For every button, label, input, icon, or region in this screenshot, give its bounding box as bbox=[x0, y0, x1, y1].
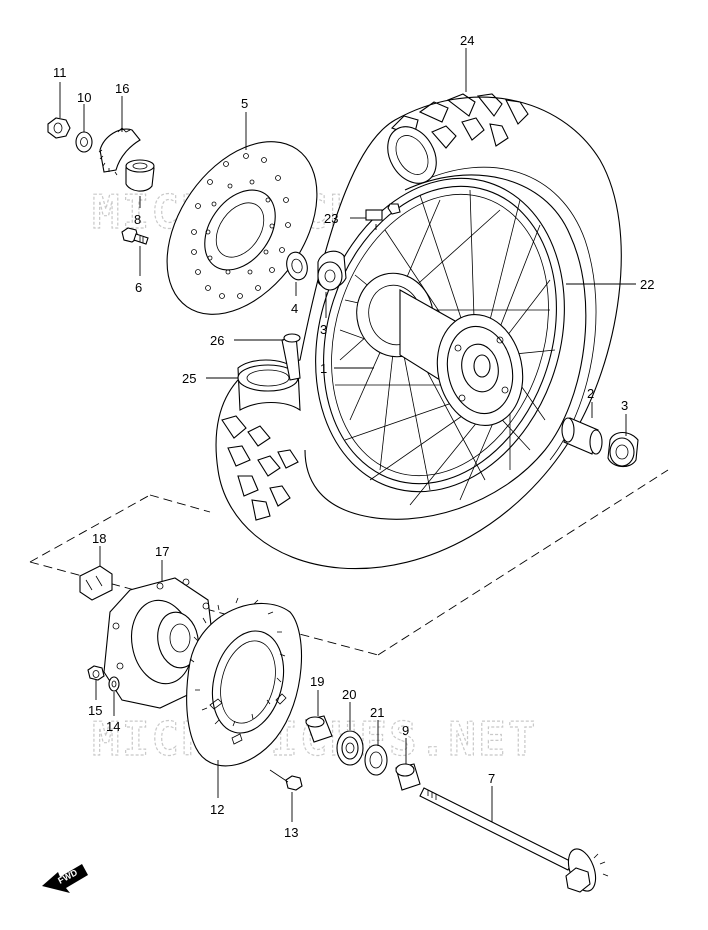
callout-16: 16 bbox=[115, 81, 129, 96]
fwd-arrow-icon: FWD bbox=[42, 864, 88, 893]
callout-7: 7 bbox=[488, 771, 495, 786]
bearing-3-upper bbox=[317, 250, 347, 291]
callouts: 11 10 16 8 6 5 4 3 24 23 22 26 25 1 2 3 … bbox=[53, 33, 654, 840]
callout-21: 21 bbox=[370, 705, 384, 720]
callout-23: 23 bbox=[324, 211, 338, 226]
sprocket-drum-17 bbox=[103, 577, 215, 709]
callout-26: 26 bbox=[210, 333, 224, 348]
callout-3-upper: 3 bbox=[320, 322, 327, 337]
callout-9: 9 bbox=[402, 723, 409, 738]
nut-11 bbox=[47, 117, 71, 139]
callout-10: 10 bbox=[77, 90, 91, 105]
callout-1: 1 bbox=[320, 361, 327, 376]
callout-17: 17 bbox=[155, 544, 169, 559]
rear-sprocket-12 bbox=[186, 597, 303, 767]
spacer-2 bbox=[561, 417, 603, 455]
callout-2: 2 bbox=[587, 386, 594, 401]
spacer-8 bbox=[125, 159, 155, 192]
speedometer-gear-16 bbox=[98, 127, 141, 176]
washer-10 bbox=[75, 131, 93, 153]
nut-15 bbox=[87, 665, 105, 681]
axle-7 bbox=[419, 787, 609, 893]
callout-6: 6 bbox=[135, 280, 142, 295]
callout-19: 19 bbox=[310, 674, 324, 689]
washer-14 bbox=[108, 676, 120, 692]
callout-22: 22 bbox=[640, 277, 654, 292]
callout-8: 8 bbox=[134, 212, 141, 227]
callout-5: 5 bbox=[241, 96, 248, 111]
bearing-4 bbox=[286, 251, 308, 281]
callout-4: 4 bbox=[291, 301, 298, 316]
bolt-6 bbox=[121, 227, 149, 245]
callout-3-right: 3 bbox=[621, 398, 628, 413]
callout-15: 15 bbox=[88, 703, 102, 718]
callout-13: 13 bbox=[284, 825, 298, 840]
spacer-9 bbox=[395, 763, 421, 791]
bolt-13 bbox=[269, 769, 303, 791]
callout-20: 20 bbox=[342, 687, 356, 702]
callout-18: 18 bbox=[92, 531, 106, 546]
leader-lines bbox=[59, 48, 636, 822]
spacer-19 bbox=[305, 715, 333, 743]
callout-14: 14 bbox=[106, 719, 120, 734]
tube-valve-26 bbox=[281, 333, 301, 381]
valve-23 bbox=[365, 203, 401, 221]
callout-12: 12 bbox=[210, 802, 224, 817]
brake-disc bbox=[166, 141, 318, 315]
oil-seal-21 bbox=[364, 744, 388, 776]
callout-25: 25 bbox=[182, 371, 196, 386]
callout-24: 24 bbox=[460, 33, 474, 48]
cush-drive-damper-18 bbox=[79, 565, 113, 601]
wheel-hub bbox=[356, 272, 524, 427]
bearing-20 bbox=[336, 730, 364, 766]
callout-11: 11 bbox=[53, 65, 67, 80]
bearing-3-right bbox=[607, 431, 639, 468]
